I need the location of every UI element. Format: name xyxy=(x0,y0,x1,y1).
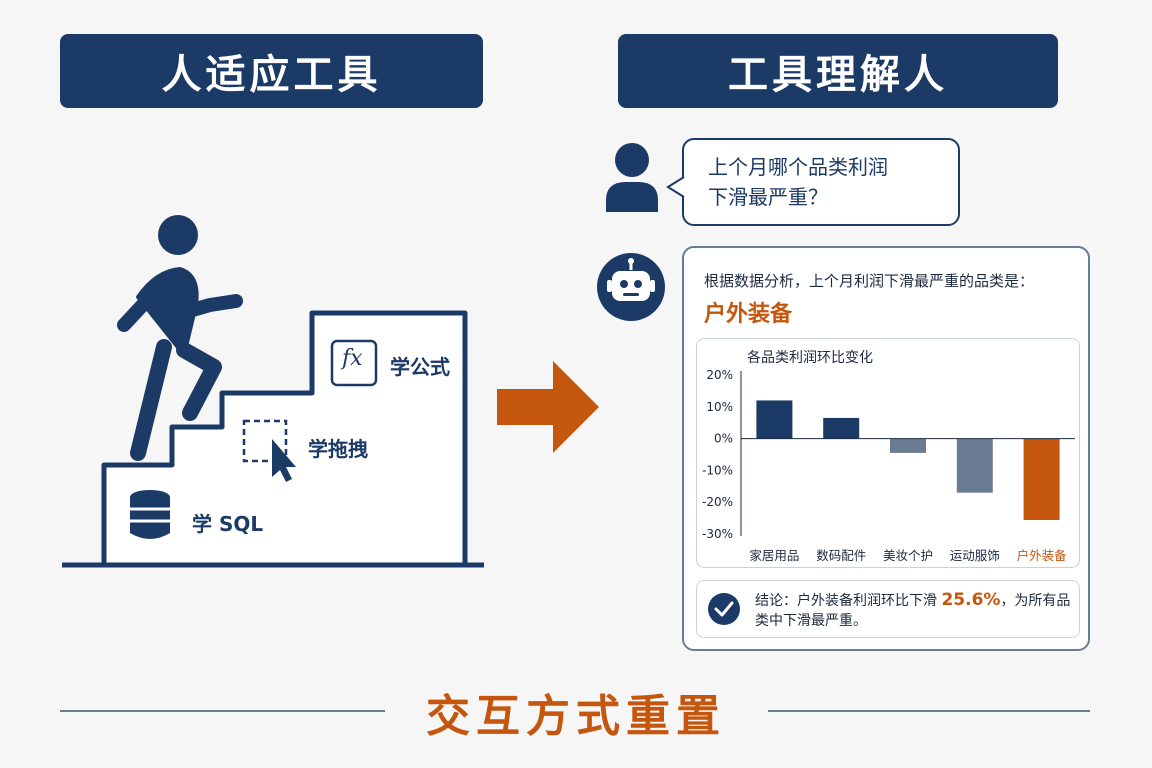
check-circle-icon xyxy=(708,593,740,625)
reply-answer: 户外装备 xyxy=(704,302,793,327)
user-question-bubble: 上个月哪个品类利润 下滑最严重？ xyxy=(682,138,960,226)
bar-3 xyxy=(956,438,993,493)
function-symbol: fx xyxy=(342,346,363,371)
conclusion-highlight: 25.6% xyxy=(941,590,1001,610)
bar-4 xyxy=(1023,438,1060,521)
database-icon xyxy=(130,490,170,539)
step-label-formula: 学公式 xyxy=(390,355,450,379)
conclusion-text: 结论：户外装备利润环比下滑 25.6%，为所有品类中下滑最严重。 xyxy=(755,590,1075,631)
x-tick-label: 数码配件 xyxy=(816,548,866,563)
bar-chart: 各品类利润环比变化 20% 10% 0% -10% -20% -30% 家居用品 数码配件 美妆… xyxy=(696,338,1080,568)
right-section-title: 工具理解人 xyxy=(618,34,1058,108)
bar-2 xyxy=(890,438,926,453)
robot-icon xyxy=(597,253,665,321)
user-icon xyxy=(606,143,658,212)
question-line-1: 上个月哪个品类利润 xyxy=(708,155,888,179)
question-line-2: 下滑最严重？ xyxy=(708,185,828,209)
step-label-sql: 学 SQL xyxy=(192,512,264,536)
stairs-illustration: 学 SQL 学拖拽 学公式 fx xyxy=(60,205,490,575)
x-tick-label: 运动服饰 xyxy=(950,548,1000,563)
bottom-title: 交互方式重置 xyxy=(426,691,726,742)
conclusion-suffix: ，为所有品类中下滑最严重。 xyxy=(755,593,1071,629)
y-tick-label: 10% xyxy=(706,400,733,414)
chart-title: 各品类利润环比变化 xyxy=(747,350,873,366)
y-tick-label: -30% xyxy=(702,527,733,541)
bar-0 xyxy=(756,400,793,439)
y-tick-label: 20% xyxy=(706,368,733,382)
reply-intro: 根据数据分析，上个月利润下滑最严重的品类是： xyxy=(704,272,1035,290)
conclusion-card: 结论：户外装备利润环比下滑 25.6%，为所有品类中下滑最严重。 xyxy=(696,580,1080,638)
step-label-drag: 学拖拽 xyxy=(308,437,368,461)
transition-arrow-icon xyxy=(497,361,599,453)
bot-reply-card: 根据数据分析，上个月利润下滑最严重的品类是： 户外装备 各品类利润环比变化 20… xyxy=(682,246,1090,651)
drag-cursor-icon xyxy=(242,419,296,482)
conclusion-prefix: 结论：户外装备利润环比下滑 xyxy=(755,593,942,609)
bar-1 xyxy=(823,417,860,439)
bubble-tail xyxy=(666,176,685,198)
left-section-title: 人适应工具 xyxy=(60,34,483,108)
x-tick-label: 家居用品 xyxy=(749,548,799,563)
x-tick-label: 户外装备 xyxy=(1017,548,1068,563)
y-tick-label: 0% xyxy=(714,432,733,446)
right-divider xyxy=(768,710,1090,712)
y-tick-label: -20% xyxy=(702,495,733,509)
chart-svg: 20% 10% 0% -10% -20% -30% 家居用品 数码配件 美妆个护 运动服饰 户外装备 xyxy=(702,368,1075,563)
climbing-person-icon xyxy=(117,215,243,461)
left-divider xyxy=(60,710,385,712)
stairs-svg xyxy=(62,215,484,568)
y-tick-label: -10% xyxy=(702,463,733,477)
function-icon xyxy=(330,339,378,387)
x-tick-label: 美妆个护 xyxy=(883,548,933,563)
